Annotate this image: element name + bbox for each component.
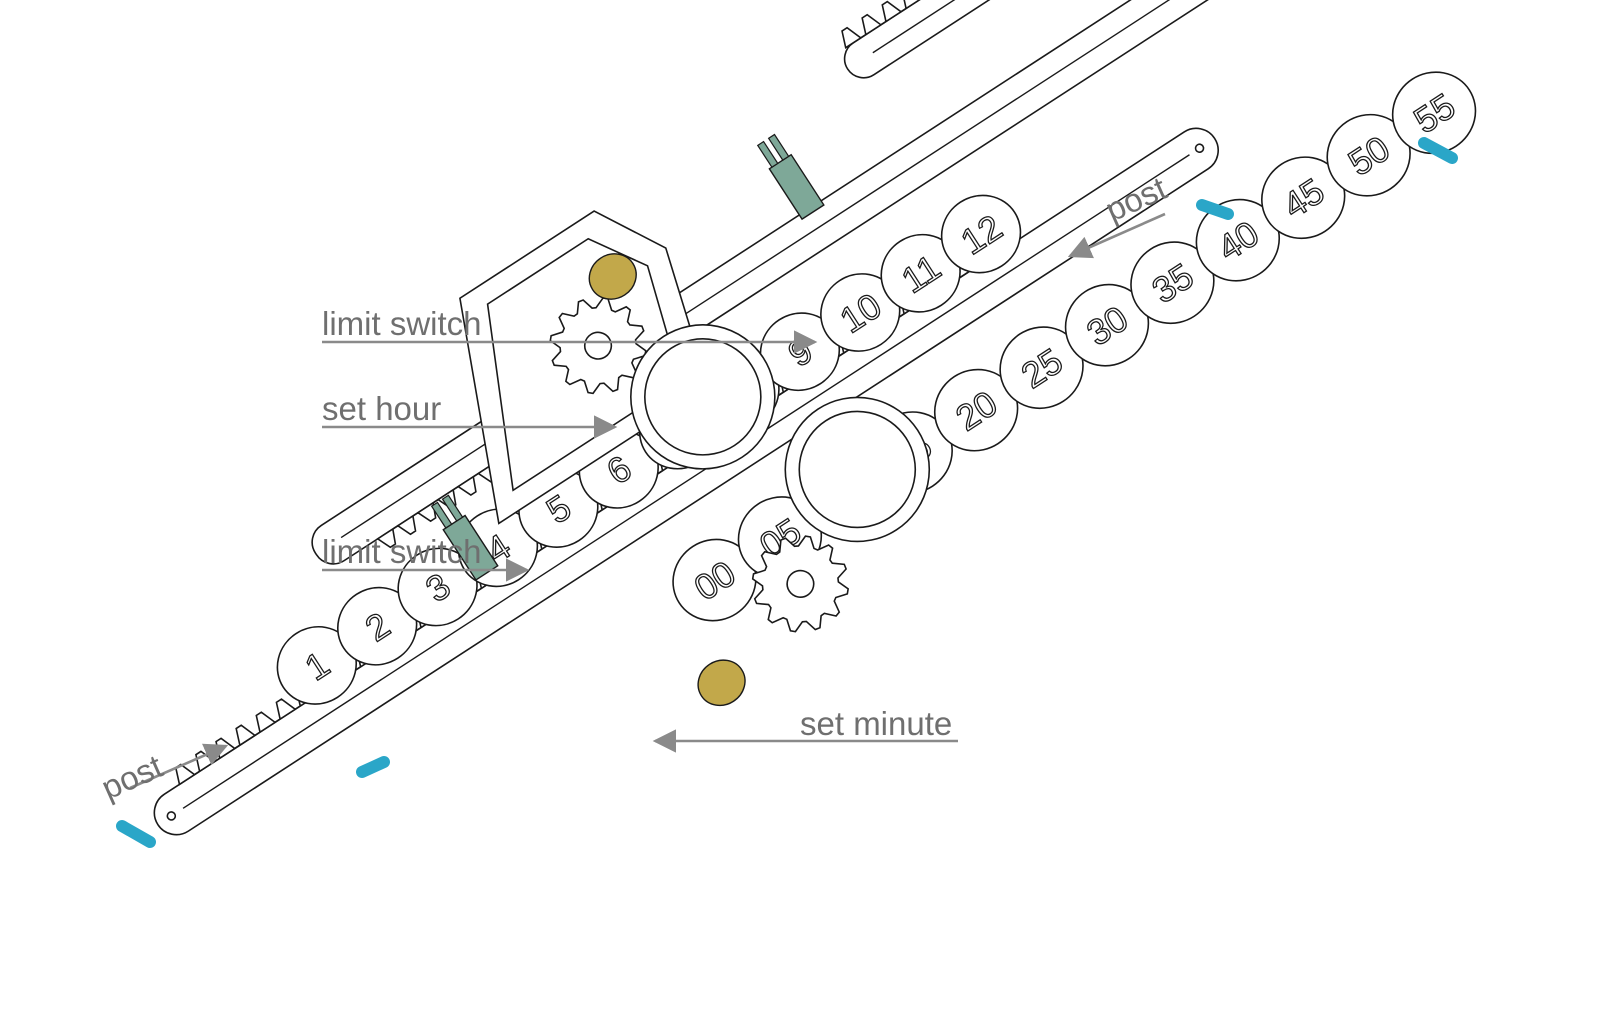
post-pin-right-front (1418, 137, 1458, 164)
hour-rail (153, 127, 1219, 836)
minute-display-window (784, 396, 931, 543)
mechanism-drawing: 123456789101112 000510152025303540455055 (153, 0, 1477, 836)
label-set-minute: set minute (800, 705, 952, 742)
hour-lobe: 3 (397, 547, 478, 627)
hour-lobe: 1 (276, 626, 358, 705)
label-limit-switch-top: limit switch (322, 305, 482, 342)
minute-lobe: 55 (1391, 71, 1477, 155)
callout-limit-switch-bottom: limit switch (322, 533, 530, 582)
minute-gear (751, 535, 850, 633)
minute-lobe: 00 (672, 538, 757, 622)
minute-lobe: 25 (999, 326, 1084, 410)
hour-rack-back-rail (841, 0, 1129, 79)
gears (549, 297, 850, 633)
post-pin-right-back (1196, 199, 1234, 220)
hour-display-window (630, 324, 776, 470)
callout-set-hour: set hour (322, 390, 618, 439)
hour-lobe: 12 (940, 194, 1022, 274)
minute-lobe: 20 (933, 368, 1019, 452)
set-minute-knob (697, 659, 746, 707)
hour-lobe: 2 (336, 586, 418, 666)
hour-lobe: 10 (820, 273, 901, 352)
minute-lobe: 30 (1064, 283, 1150, 367)
post-pin-left-back (356, 756, 390, 778)
minute-lobe: 40 (1195, 198, 1281, 282)
limit-switch-bottom (430, 494, 499, 581)
post-pin-left-front (116, 820, 156, 848)
set-hour-knob (588, 253, 637, 300)
hour-gear (549, 297, 647, 395)
label-limit-switch-bottom: limit switch (322, 533, 482, 570)
label-post-bottom: post (96, 747, 168, 806)
minute-lobe: 45 (1261, 156, 1346, 240)
minute-lobe: 35 (1130, 241, 1215, 325)
callout-limit-switch-top: limit switch (322, 305, 818, 354)
callout-set-minute: set minute (652, 705, 958, 753)
hour-lobe: 11 (880, 233, 961, 313)
limit-switch-top (756, 133, 825, 221)
label-set-hour: set hour (322, 390, 441, 427)
